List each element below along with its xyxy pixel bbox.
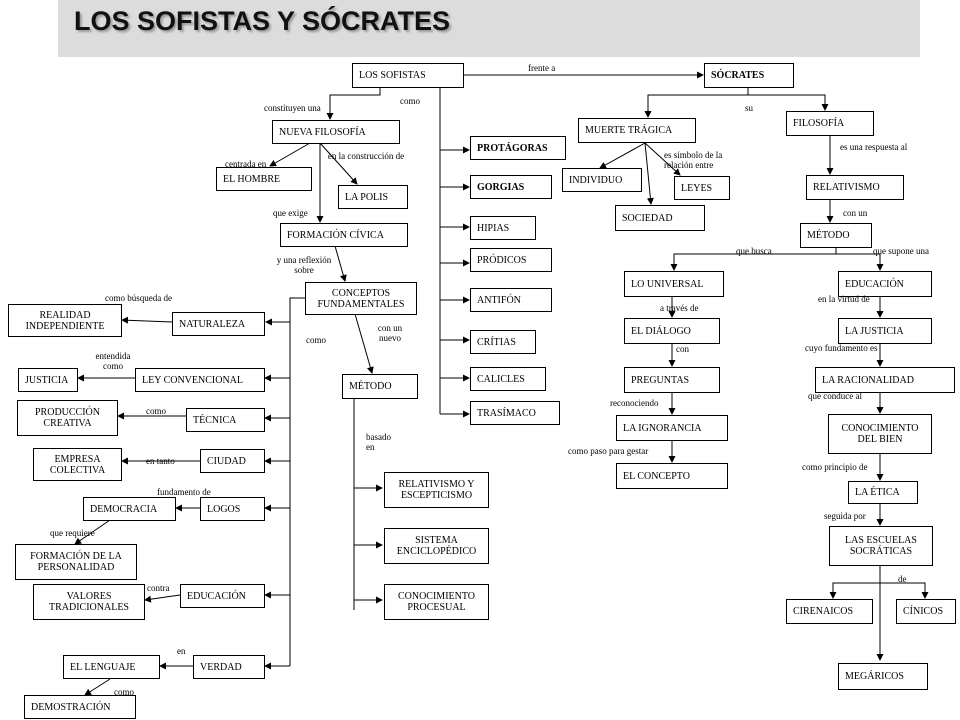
- link-como-busqueda: como búsqueda de: [105, 293, 172, 303]
- node-trasimaco: TRASÍMACO: [470, 401, 560, 425]
- node-tecnica: TÉCNICA: [186, 408, 265, 432]
- node-el-concepto: EL CONCEPTO: [616, 463, 728, 489]
- node-leyes: LEYES: [674, 176, 730, 200]
- link-con-un-nuevo: con un nuevo: [377, 323, 403, 343]
- node-naturaleza: NATURALEZA: [172, 312, 265, 336]
- link-es-simbolo: es símbolo de la relación entre: [664, 150, 723, 170]
- node-conceptos-fundamentales: CONCEPTOS FUNDAMENTALES: [305, 282, 417, 315]
- node-hipias: HIPIAS: [470, 216, 536, 240]
- node-el-hombre: EL HOMBRE: [216, 167, 312, 191]
- link-fundamento-de: fundamento de: [157, 487, 211, 497]
- node-conocimiento-del-bien: CONOCIMIENTO DEL BIEN: [828, 414, 932, 454]
- node-empresa-colectiva: EMPRESA COLECTIVA: [33, 448, 122, 481]
- link-basado-en: basado en: [366, 432, 391, 452]
- link-como: como: [400, 96, 420, 106]
- link-en: en: [177, 646, 186, 656]
- link-como-2: como: [146, 406, 166, 416]
- link-como-4: como: [306, 335, 326, 345]
- link-contra: contra: [147, 583, 170, 593]
- node-la-polis: LA POLIS: [338, 185, 408, 209]
- node-megaricos: MEGÁRICOS: [838, 663, 928, 690]
- link-entendida-como: entendida como: [95, 351, 131, 371]
- link-que-conduce-al: que conduce al: [808, 391, 862, 401]
- node-los-sofistas: LOS SOFISTAS: [352, 63, 464, 88]
- node-prodicos: PRÓDICOS: [470, 248, 552, 272]
- node-relativismo-escepticismo: RELATIVISMO Y ESCEPTICISMO: [384, 472, 489, 508]
- node-individuo: INDIVIDUO: [562, 168, 642, 192]
- link-como-principio: como principio de: [802, 462, 868, 472]
- node-metodo-socrates: MÉTODO: [800, 223, 872, 248]
- link-que-supone-una: que supone una: [873, 246, 929, 256]
- node-la-etica: LA ÉTICA: [848, 481, 918, 504]
- node-relativismo: RELATIVISMO: [806, 175, 904, 200]
- node-metodo-sofistas: MÉTODO: [342, 374, 418, 399]
- link-a-traves-de: a través de: [660, 303, 699, 313]
- node-educacion: EDUCACIÓN: [838, 271, 932, 297]
- link-constituyen-una: constituyen una: [264, 103, 321, 113]
- node-logos: LOGOS: [200, 497, 265, 521]
- node-muerte-tragica: MUERTE TRÁGICA: [578, 118, 696, 143]
- node-ley-convencional: LEY CONVENCIONAL: [135, 368, 265, 392]
- link-es-una-respuesta: es una respuesta al: [840, 142, 908, 152]
- node-filosofia: FILOSOFÍA: [786, 111, 874, 136]
- link-con-un: con un: [843, 208, 868, 218]
- node-la-justicia: LA JUSTICIA: [838, 318, 932, 344]
- node-la-ignorancia: LA IGNORANCIA: [616, 415, 728, 441]
- node-produccion-creativa: PRODUCCIÓN CREATIVA: [17, 400, 118, 436]
- node-educacion-sofistas: EDUCACIÓN: [180, 584, 265, 608]
- link-seguida-por: seguida por: [824, 511, 866, 521]
- node-protagoras: PROTÁGORAS: [470, 136, 566, 160]
- node-justicia: JUSTICIA: [18, 368, 78, 392]
- node-democracia: DEMOCRACIA: [83, 497, 176, 521]
- link-frente-a: frente a: [528, 63, 556, 73]
- link-que-busca: que busca: [736, 246, 772, 256]
- link-reconociendo: reconociendo: [610, 398, 659, 408]
- link-en-la-construccion: en la construcción de: [327, 151, 405, 161]
- node-conocimiento-procesual: CONOCIMIENTO PROCESUAL: [384, 584, 489, 620]
- link-como-paso: como paso para gestar: [568, 446, 649, 456]
- link-que-requiere: que requiere: [50, 528, 95, 538]
- link-y-una-reflexion: y una reflexión sobre: [276, 255, 332, 275]
- title-banner: [58, 0, 920, 57]
- node-critias: CRÍTIAS: [470, 330, 536, 354]
- link-cuyo-fundamento: cuyo fundamento es: [805, 343, 878, 353]
- node-demostracion: DEMOSTRACIÓN: [24, 695, 136, 719]
- link-centrada-en: centrada en: [225, 159, 267, 169]
- node-nueva-filosofia: NUEVA FILOSOFÍA: [272, 120, 400, 144]
- link-su: su: [745, 103, 754, 113]
- page-title: LOS SOFISTAS Y SÓCRATES: [74, 6, 451, 36]
- link-como-3: como: [114, 687, 134, 697]
- node-lo-universal: LO UNIVERSAL: [624, 271, 724, 297]
- node-la-racionalidad: LA RACIONALIDAD: [815, 367, 955, 393]
- node-socrates: SÓCRATES: [704, 63, 794, 88]
- link-en-tanto: en tanto: [146, 456, 175, 466]
- node-formacion-personalidad: FORMACIÓN DE LA PERSONALIDAD: [15, 544, 137, 580]
- link-que-exige: que exige: [273, 208, 308, 218]
- node-el-lenguaje: EL LENGUAJE: [63, 655, 160, 679]
- node-sistema-enciclopedico: SISTEMA ENCICLOPÉDICO: [384, 528, 489, 564]
- node-las-escuelas-socraticas: LAS ESCUELAS SOCRÁTICAS: [829, 526, 933, 566]
- node-preguntas: PREGUNTAS: [624, 367, 720, 393]
- link-de: de: [898, 574, 907, 584]
- link-con: con: [676, 344, 689, 354]
- node-formacion-civica: FORMACIÓN CÍVICA: [280, 223, 408, 247]
- node-el-dialogo: EL DIÁLOGO: [624, 318, 720, 344]
- node-cinicos: CÍNICOS: [896, 599, 956, 624]
- node-verdad: VERDAD: [193, 655, 265, 679]
- node-sociedad: SOCIEDAD: [615, 205, 705, 231]
- node-antifon: ANTIFÓN: [470, 288, 552, 312]
- node-calicles: CALICLES: [470, 367, 546, 391]
- link-en-la-virtud-de: en la virtud de: [818, 294, 870, 304]
- node-cirenaicos: CIRENAICOS: [786, 599, 873, 624]
- node-ciudad: CIUDAD: [200, 449, 265, 473]
- node-gorgias: GORGIAS: [470, 175, 552, 199]
- node-realidad-independiente: REALIDAD INDEPENDIENTE: [8, 304, 122, 337]
- node-valores-tradicionales: VALORES TRADICIONALES: [33, 584, 145, 620]
